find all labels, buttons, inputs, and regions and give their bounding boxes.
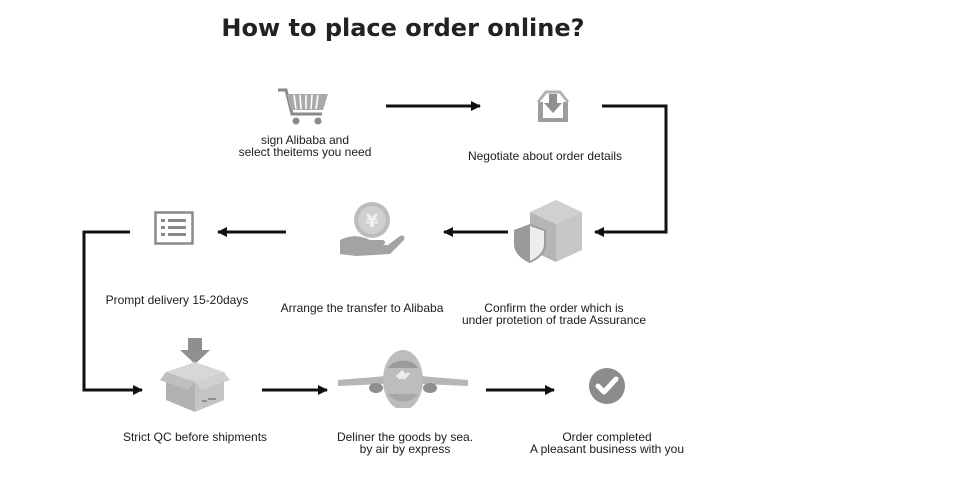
step-label-strict-qc: Strict QC before shipments xyxy=(122,430,268,444)
shopping-cart-icon xyxy=(276,86,332,126)
checkmark-circle-icon xyxy=(588,367,626,405)
arrow-negotiate-to-confirm xyxy=(594,104,668,237)
checklist-icon xyxy=(154,211,194,245)
step-label-deliver-goods: Deliner the goods by sea.by air by expre… xyxy=(336,430,474,456)
airplane-icon xyxy=(336,346,470,410)
arrow-delivery-to-qc xyxy=(82,230,143,395)
svg-text:¥: ¥ xyxy=(366,211,379,232)
package-shield-icon xyxy=(510,196,586,266)
page-title: How to place order online? xyxy=(221,14,585,42)
step-label-negotiate: Negotiate about order details xyxy=(467,149,623,163)
yen-coin-hand-icon: ¥ xyxy=(338,198,406,258)
step-label-arrange-transfer: Arrange the transfer to Alibaba xyxy=(280,301,444,315)
inbox-download-icon xyxy=(534,88,572,126)
box-inspection-icon xyxy=(160,338,230,414)
step-label-prompt-delivery: Prompt delivery 15-20days xyxy=(105,293,249,307)
